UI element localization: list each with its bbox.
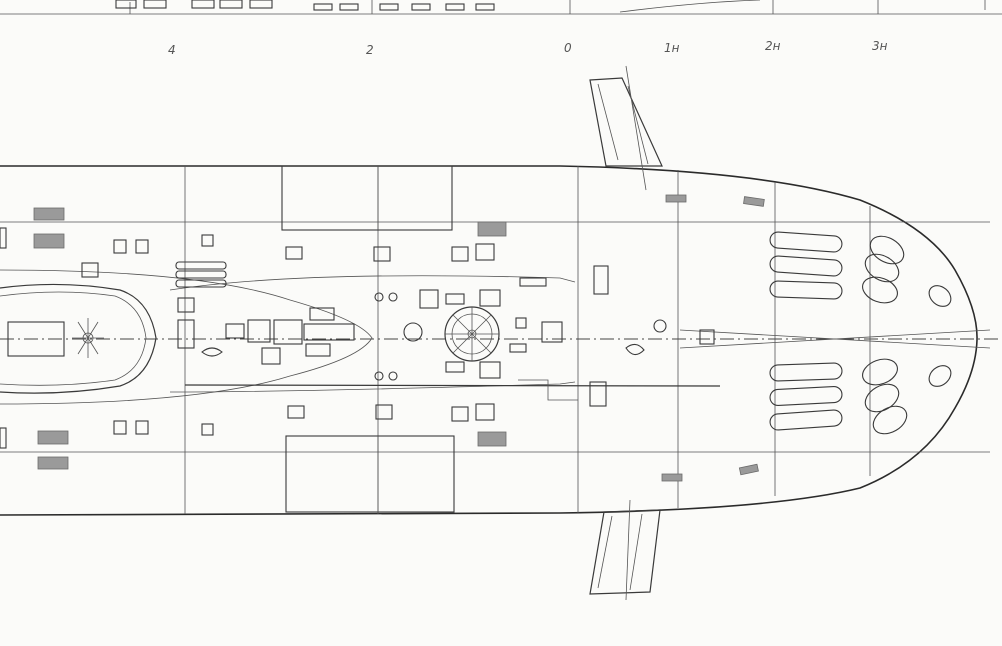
bow-hydroplane-top: [589, 77, 663, 167]
small-circles: [201, 292, 667, 381]
frame-label-4: 4: [168, 43, 176, 57]
frame-lines: [184, 166, 871, 514]
frame-label-0: 0: [564, 41, 572, 55]
bow-openings: [862, 235, 952, 435]
lower-hatch-panel: [285, 435, 455, 513]
frame-label-3n: 3н: [872, 39, 888, 53]
fairing-line-upper: [169, 275, 576, 291]
upper-hatch-panel: [281, 165, 453, 231]
capsule-stack: [175, 261, 227, 288]
top-side-view-strip: [0, 0, 1002, 15]
inner-contour: [0, 269, 373, 405]
gray-markers: [33, 194, 765, 482]
shaft-line: [184, 384, 721, 387]
bow-hydroplane-bottom: [589, 509, 661, 595]
hatch-wheel-icon: [444, 306, 500, 362]
hull-outline: [0, 165, 978, 516]
frame-label-1n: 1н: [664, 41, 680, 55]
frame-label-2n: 2н: [765, 39, 781, 53]
sail-outline: [0, 283, 157, 394]
fairing-line-lower: [169, 381, 576, 393]
periscope-star-icon: [72, 318, 104, 358]
pipe-run: [518, 379, 578, 401]
frame-label-2: 2: [366, 43, 374, 57]
equipment-boxes: [0, 227, 715, 449]
torpedo-tube-slots: [769, 231, 843, 431]
